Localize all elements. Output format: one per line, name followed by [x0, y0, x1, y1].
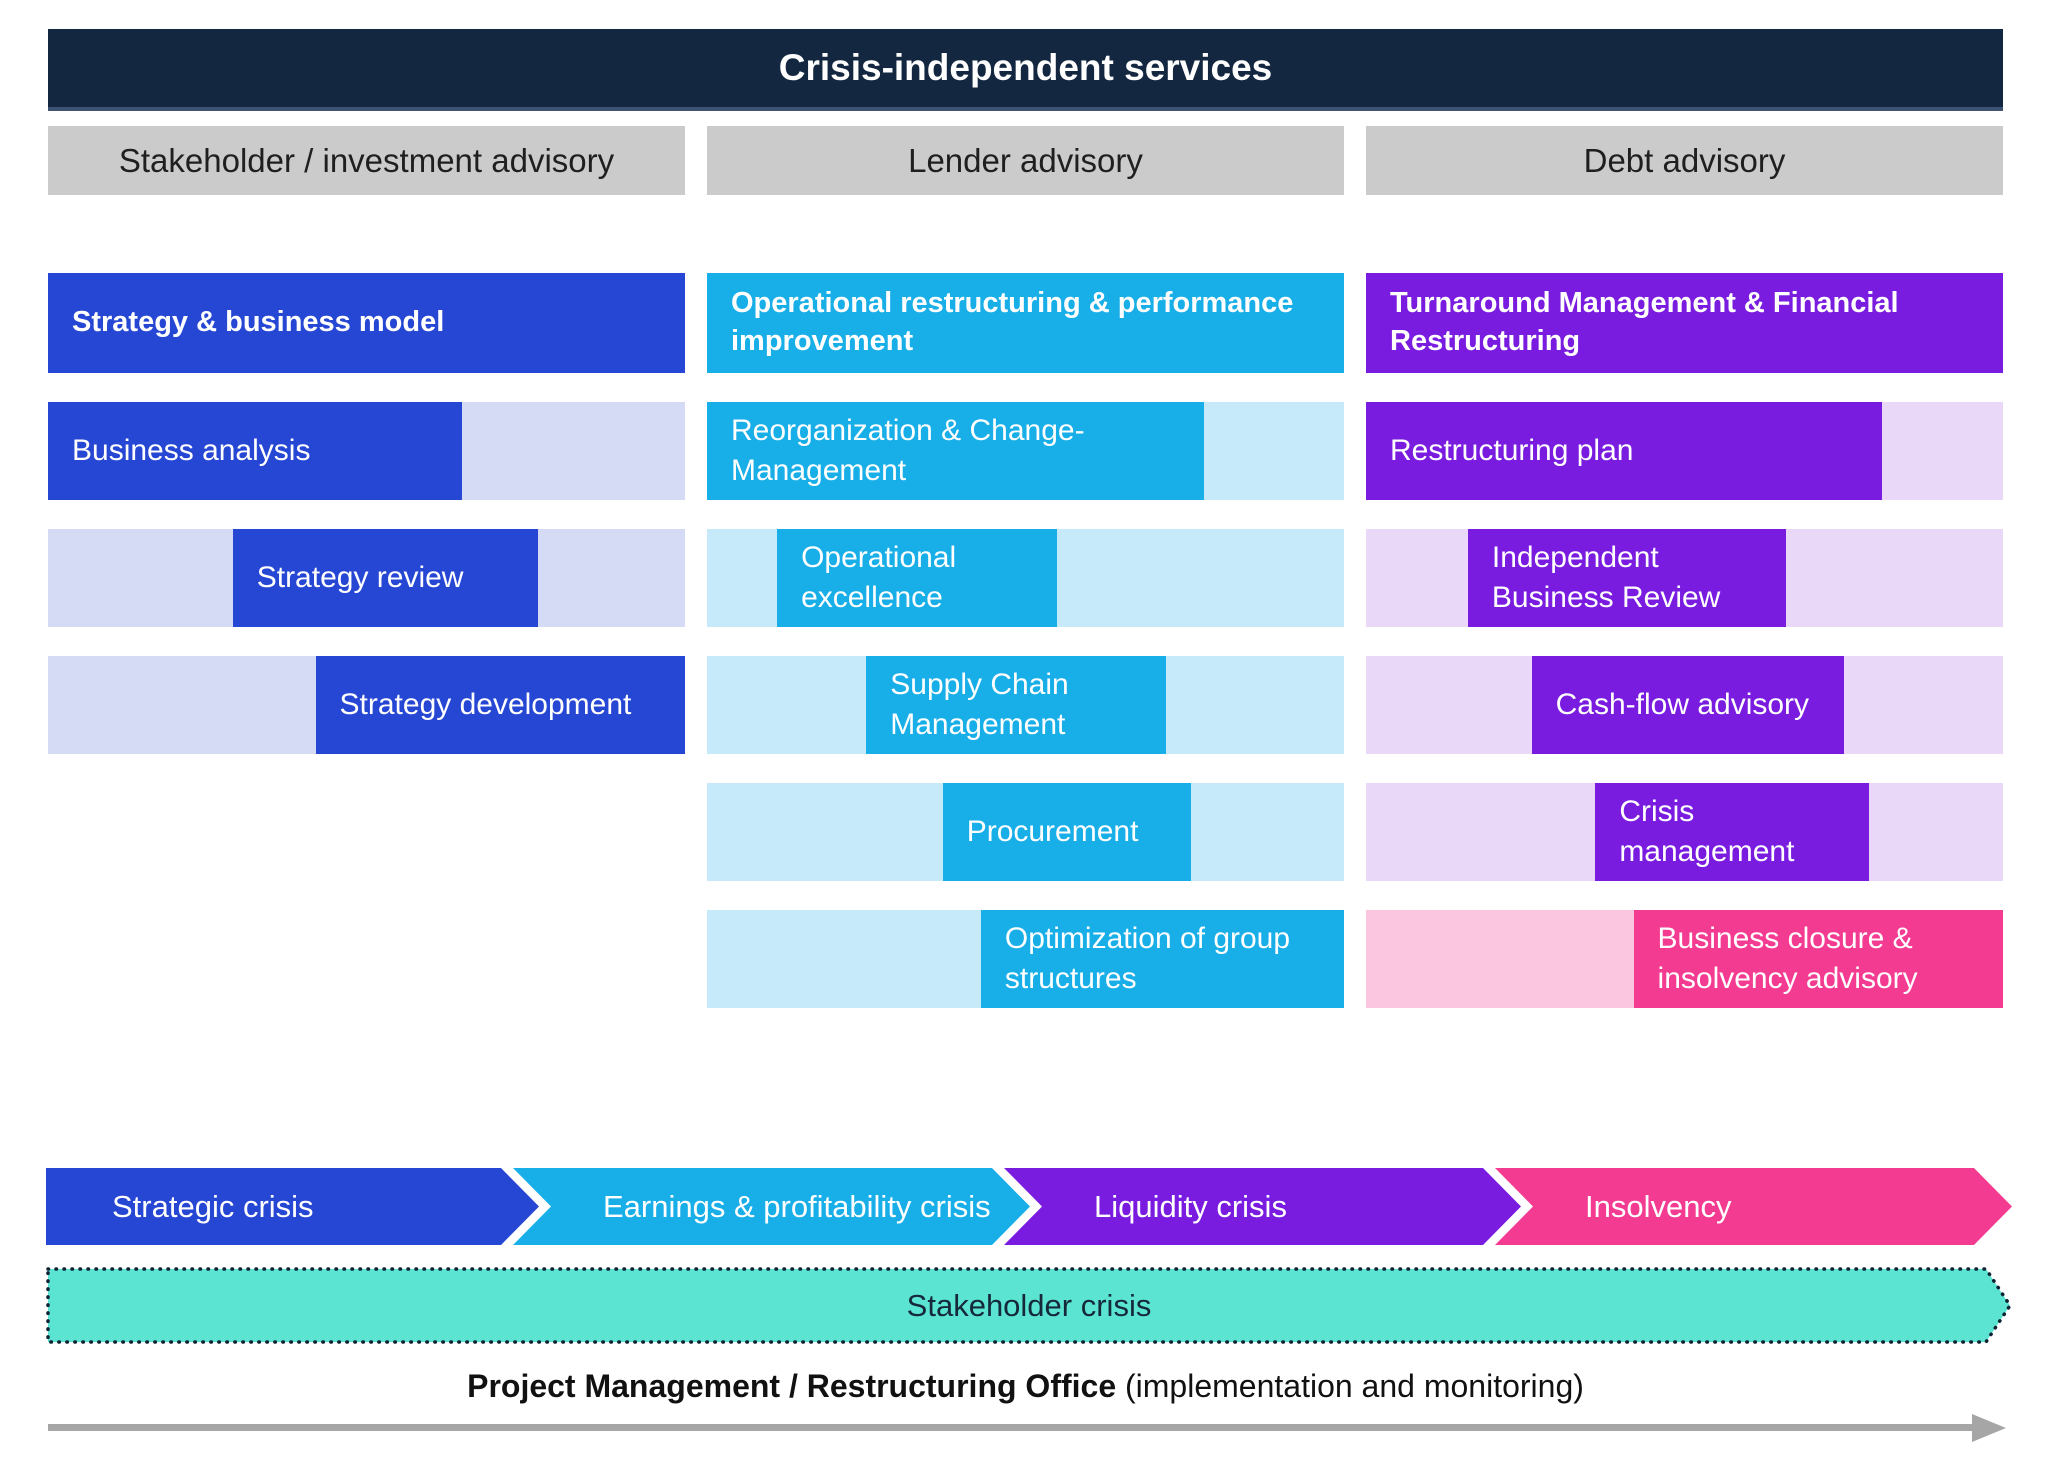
service-bar: Crisis management [1595, 783, 1870, 881]
service-bar: Reorganization & Change-Management [707, 402, 1204, 500]
service-bar-track: Optimization of group structures [707, 910, 1344, 1008]
service-bar: Restructuring plan [1366, 402, 1882, 500]
service-bar: Strategy review [232, 529, 539, 627]
service-bar-label: Strategy review [256, 560, 464, 594]
service-bar: Optimization of group structures [980, 910, 1344, 1008]
crisis-arrow-label: Strategic crisis [112, 1188, 314, 1224]
stakeholder-band-shape [46, 1267, 2012, 1344]
crisis-arrow-label: Liquidity crisis [1094, 1188, 1287, 1224]
service-bar: Business analysis [48, 402, 463, 500]
service-bar: Cash-flow advisory [1531, 656, 1844, 754]
service-bar: Business closure & insolvency advisory [1633, 910, 2003, 1008]
crisis-arrow-2: Earnings & profitability crisis [513, 1168, 1030, 1245]
service-bar-track: Reorganization & Change-Management [707, 402, 1344, 500]
advisory-box-debt: Debt advisory [1366, 126, 2003, 195]
service-bar-label: Restructuring plan [1390, 433, 1634, 467]
stakeholder-crisis-band: Stakeholder crisis [46, 1267, 2012, 1344]
service-bar-label: Operational excellence [801, 540, 957, 615]
service-bar-track: Supply Chain Management [707, 656, 1344, 754]
service-bar-label: Optimization of group structures [1004, 921, 1291, 996]
timeline-arrow-head [1972, 1414, 2006, 1442]
service-bar-label: Strategy development [339, 687, 632, 721]
service-bar-label: Business closure & insolvency advisory [1657, 921, 1918, 996]
service-bar: Supply Chain Management [866, 656, 1166, 754]
service-bar-track: Business analysis [48, 402, 685, 500]
stakeholder-band-label: Stakeholder crisis [906, 1287, 1152, 1323]
footer-caption-bold: Project Management / Restructuring Offic… [467, 1368, 1117, 1404]
column-header: Turnaround Management & Financial Restru… [1366, 273, 2003, 373]
service-bar-label: Supply Chain Management [890, 667, 1069, 742]
service-column-3: Turnaround Management & Financial Restru… [1366, 273, 2003, 1037]
service-column-2: Operational restructuring & performance … [707, 273, 1344, 1037]
service-bar-track: Operational excellence [707, 529, 1344, 627]
advisory-box-stakeholder: Stakeholder / investment advisory [48, 126, 685, 195]
service-bar-label: Reorganization & Change-Management [731, 413, 1085, 488]
column-header: Strategy & business model [48, 273, 685, 373]
service-bar-label: Crisis management [1619, 794, 1795, 869]
service-bar-track: Independent Business Review [1366, 529, 2003, 627]
service-bar: Operational excellence [777, 529, 1058, 627]
service-bar: Independent Business Review [1467, 529, 1787, 627]
service-bar-track: Cash-flow advisory [1366, 656, 2003, 754]
footer-caption-regular: (implementation and monitoring) [1116, 1368, 1584, 1404]
column-header: Operational restructuring & performance … [707, 273, 1344, 373]
service-bar-label: Independent Business Review [1491, 540, 1721, 615]
page-title: Crisis-independent services [778, 47, 1273, 88]
crisis-arrows: Strategic crisis Earnings & profitability… [46, 1168, 2012, 1245]
crisis-arrow-4: Insolvency [1495, 1168, 2012, 1245]
service-bar-track: Business closure & insolvency advisory [1366, 910, 2003, 1008]
crisis-arrow-label: Earnings & profitability crisis [603, 1188, 991, 1224]
crisis-arrow-1: Strategic crisis [46, 1168, 539, 1245]
timeline-arrow-line [48, 1424, 1974, 1431]
crisis-arrow-label: Insolvency [1585, 1188, 1732, 1224]
service-bar-track: Restructuring plan [1366, 402, 2003, 500]
service-bar-track: Strategy development [48, 656, 685, 754]
advisory-box-lender: Lender advisory [707, 126, 1344, 195]
service-bar-label: Procurement [966, 814, 1139, 848]
service-bar-label: Cash-flow advisory [1555, 687, 1810, 721]
service-bar: Strategy development [315, 656, 685, 754]
service-bar-track: Strategy review [48, 529, 685, 627]
advisory-row: Stakeholder / investment advisory Lender… [48, 126, 2003, 195]
footer-caption: Project Management / Restructuring Offic… [48, 1368, 2003, 1405]
service-bar-track: Procurement [707, 783, 1344, 881]
crisis-arrow-3: Liquidity crisis [1004, 1168, 1521, 1245]
service-bar-label: Business analysis [72, 433, 311, 467]
service-bar-track: Crisis management [1366, 783, 2003, 881]
title-bar: Crisis-independent services [48, 29, 2003, 111]
service-bar: Procurement [942, 783, 1192, 881]
